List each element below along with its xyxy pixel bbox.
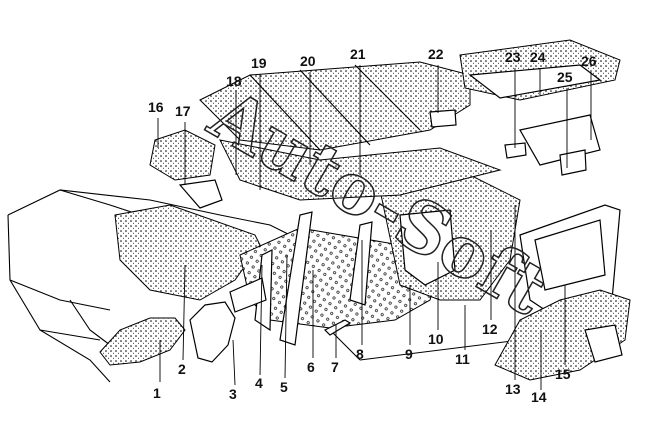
callout-12: 12 [482, 321, 498, 337]
rear-door-opening [399, 209, 456, 286]
callout-20: 20 [300, 53, 316, 69]
callout-25: 25 [557, 69, 573, 85]
sill-trim [323, 319, 352, 336]
callout-17: 17 [175, 103, 191, 119]
callout-7: 7 [331, 359, 339, 375]
b-pillar-trim [279, 211, 313, 346]
quarter-window [534, 219, 606, 291]
clip-right [559, 149, 587, 176]
callout-2: 2 [178, 361, 186, 377]
callout-8: 8 [356, 346, 364, 362]
clip-center [429, 109, 457, 128]
callout-10: 10 [428, 331, 444, 347]
callout-13: 13 [505, 381, 521, 397]
callout-21: 21 [350, 46, 366, 62]
callout-15: 15 [555, 366, 571, 382]
callout-18: 18 [226, 73, 242, 89]
callout-24: 24 [530, 49, 546, 65]
center-pillar-trim [349, 221, 373, 306]
callout-11: 11 [455, 351, 470, 367]
callout-19: 19 [251, 55, 267, 71]
kick-panel [229, 277, 267, 313]
callout-16: 16 [148, 99, 164, 115]
callout-3: 3 [229, 386, 237, 402]
callout-1: 1 [153, 385, 161, 401]
wheel-arch-panel [189, 301, 236, 363]
roof-headliner [199, 61, 471, 151]
callout-26: 26 [581, 53, 597, 69]
rear-garnish [468, 64, 602, 99]
callout-5: 5 [280, 379, 288, 395]
front-pad-bracket [178, 179, 223, 209]
leader-lines [157, 65, 592, 390]
dash-insulator [114, 204, 261, 301]
callout-6: 6 [307, 359, 315, 375]
callout-9: 9 [405, 346, 413, 362]
callout-14: 14 [531, 389, 547, 405]
small-cover [584, 324, 623, 363]
callout-23: 23 [505, 49, 521, 65]
callout-4: 4 [255, 375, 263, 391]
clip-left [504, 142, 527, 159]
callout-22: 22 [428, 46, 444, 62]
fender-liner [99, 317, 186, 366]
callout-labels: 1 2 3 4 5 6 7 8 9 10 11 12 13 14 15 16 1… [148, 46, 597, 405]
